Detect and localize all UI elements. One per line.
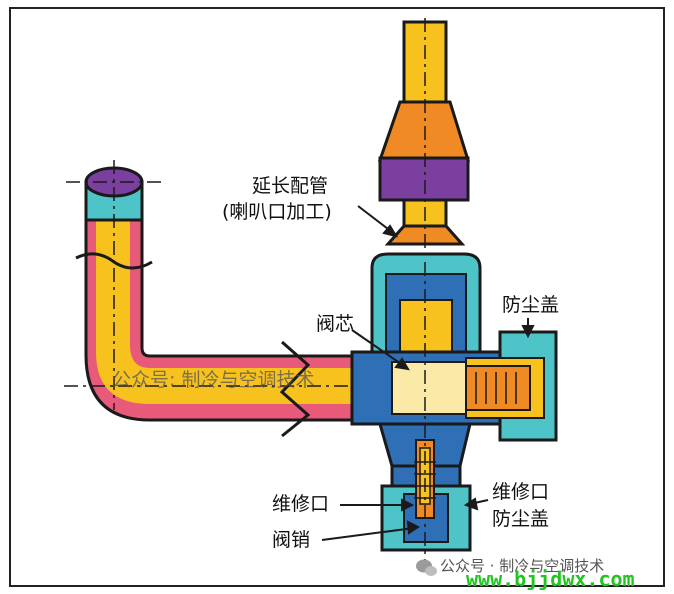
label-service-port: 维修口 bbox=[272, 493, 329, 515]
watermark-center: 公众号: 制冷与空调技术 bbox=[112, 369, 314, 391]
label-valve-pin: 阀销 bbox=[272, 529, 310, 551]
label-valve-core: 阀芯 bbox=[316, 313, 354, 335]
pipe-break-mark-horizontal bbox=[279, 340, 311, 438]
leader-lines bbox=[321, 205, 535, 541]
flare-nut-assembly bbox=[377, 20, 471, 246]
label-service-dust-cap-line1: 维修口 bbox=[492, 481, 549, 503]
label-dust-cap-top: 防尘盖 bbox=[502, 294, 559, 316]
label-extension-pipe: 延长配管 bbox=[252, 175, 328, 197]
label-flare-note: (喇叭口加工) bbox=[222, 201, 332, 223]
label-service-dust-cap-line2: 防尘盖 bbox=[492, 508, 549, 530]
watermark-bottom: 公众号 · 制冷与空调技术 bbox=[440, 557, 604, 575]
wechat-icon bbox=[416, 559, 437, 576]
site-url: www.bjjdwx.com bbox=[466, 567, 635, 591]
